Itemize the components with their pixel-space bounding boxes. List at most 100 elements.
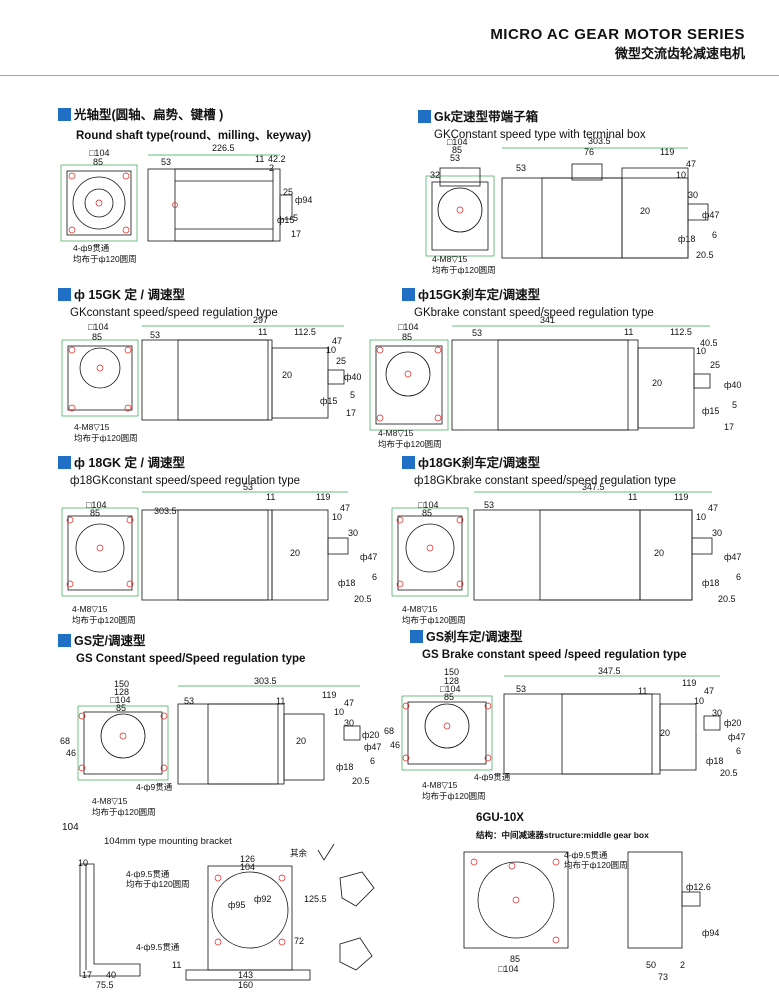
- dim-label: ф20: [362, 730, 379, 740]
- mount-note: 4-M8▽15: [378, 428, 414, 438]
- dim-label: 10: [326, 345, 336, 355]
- mount-note: 均布于ф120圆周: [378, 439, 442, 449]
- dim-label: □104: [418, 500, 438, 510]
- dim-label: 85: [422, 508, 432, 518]
- dim-label: □104: [88, 322, 108, 332]
- dim-label: 53: [161, 157, 171, 167]
- dim-label: 226.5: [212, 143, 235, 153]
- dim-label: 10: [78, 858, 88, 868]
- drawing-gu: 85 □104 4-ф9.5贯通 均布于ф120圆周 ф12.6 ф94 50 …: [463, 850, 719, 982]
- section-subtitle: GS Brake constant speed /speed regulatio…: [422, 649, 687, 661]
- dim-label: 20: [660, 728, 670, 738]
- section-bullet-icon: [58, 634, 71, 647]
- dim-label: 30: [712, 528, 722, 538]
- section-bullet-icon: [410, 630, 423, 643]
- dim-label: 6: [736, 746, 741, 756]
- dim-label: 42.2: [268, 154, 286, 164]
- dim-label: ф18: [678, 234, 695, 244]
- dim-label: 85: [452, 145, 462, 155]
- dim-label: 303.5: [154, 506, 177, 516]
- dim-label: 11: [255, 154, 264, 164]
- dim-label: 20.5: [720, 768, 738, 778]
- section-title: ф 18GK 定 / 调速型: [74, 456, 185, 470]
- dim-label: ф15: [320, 396, 337, 406]
- dim-label: 347.5: [598, 666, 621, 676]
- dim-label: 6: [712, 230, 717, 240]
- dim-label: 150: [444, 667, 459, 677]
- mount-note: 4-ф9贯通: [474, 772, 511, 782]
- bracket-label: 104: [62, 822, 79, 833]
- dim-label: ф94: [295, 195, 312, 205]
- dim-label: ф20: [724, 718, 741, 728]
- dim-label: 47: [686, 159, 696, 169]
- section-bullet-icon: [402, 456, 415, 469]
- dim-label: 25: [336, 356, 346, 366]
- dim-label: 20: [290, 548, 300, 558]
- dim-label: 10: [696, 512, 706, 522]
- section-bullet-icon: [402, 288, 415, 301]
- mount-note: 均布于ф120圆周: [422, 791, 486, 801]
- dim-label: 47: [708, 503, 718, 513]
- mount-note: 均布于ф120圆周: [402, 615, 466, 625]
- dim-label: 11: [258, 327, 267, 337]
- dim-label: 10: [694, 696, 704, 706]
- dim-label: 68: [384, 726, 394, 736]
- dim-label: 85: [116, 703, 126, 713]
- dim-label: 6: [372, 572, 377, 582]
- dim-label: 128: [114, 687, 129, 697]
- section-title: Gk定速型带端子箱: [434, 110, 539, 124]
- dim-label: 53: [150, 330, 160, 340]
- dim-label: 72: [294, 936, 304, 946]
- mount-note: 均布于ф120圆周: [92, 807, 156, 817]
- dim-label: ф15: [277, 215, 294, 225]
- dim-label: ф47: [728, 732, 745, 742]
- dim-label: 17: [346, 408, 356, 418]
- dim-label: 85: [93, 157, 103, 167]
- drawing-gk15-brake: □104 85 4-M8▽15 均布于ф120圆周 341 53 11 112.…: [369, 315, 741, 449]
- dim-label: 17: [82, 970, 92, 980]
- dim-label: 11: [624, 327, 633, 337]
- dim-label: 30: [688, 190, 698, 200]
- section-bullet-icon: [58, 288, 71, 301]
- dim-label: 20: [282, 370, 292, 380]
- dim-label: 11: [638, 686, 647, 696]
- dim-label: 6: [370, 756, 375, 766]
- mount-note: 均布于ф120圆周: [74, 433, 138, 443]
- bracket-iso-icon: [339, 871, 375, 907]
- dim-label: ф95: [228, 900, 245, 910]
- dim-label: 297: [253, 315, 268, 325]
- dim-label: 112.5: [294, 327, 316, 337]
- dim-label: ф15: [702, 406, 719, 416]
- dim-label: 47: [332, 336, 342, 346]
- dim-label: 53: [516, 684, 526, 694]
- section-bullet-icon: [58, 108, 71, 121]
- drawing-gs-brake: 150 128 □104 85 68 46 4-M8▽15 均布于ф120圆周 …: [384, 666, 745, 801]
- dim-label: 85: [402, 332, 412, 342]
- surface-finish-icon: [317, 843, 335, 861]
- dim-label: 112.5: [670, 327, 692, 337]
- mount-note: 4-ф9.5贯通: [126, 869, 170, 879]
- dim-label: 53: [472, 328, 482, 338]
- dim-label: 160: [238, 980, 253, 990]
- dim-label: 40: [106, 970, 116, 980]
- section-title: 6GU-10X: [476, 812, 524, 824]
- dim-label: ф47: [724, 552, 741, 562]
- dim-label: 53: [243, 482, 253, 492]
- dim-label: □104: [89, 148, 109, 158]
- mount-note: 均布于ф120圆周: [126, 879, 190, 889]
- dim-label: 17: [291, 229, 301, 239]
- mount-note: 4-M8▽15: [422, 780, 458, 790]
- dim-label: 17: [724, 422, 734, 432]
- section-gk-terminal: Gk定速型带端子箱 GKConstant speed type with ter…: [418, 106, 646, 141]
- dim-label: 119: [674, 492, 688, 502]
- dim-label: □104: [110, 695, 130, 705]
- dim-label: 303.5: [588, 136, 611, 146]
- dim-label: 85: [444, 692, 454, 702]
- dim-label: 143: [238, 970, 253, 980]
- drawing-gk18: □104 85 4-M8▽15 均布于ф120圆周 53 303.5 11 11…: [61, 482, 377, 625]
- dim-label: 11: [276, 696, 285, 706]
- section-subtitle: GS Constant speed/Speed regulation type: [76, 653, 306, 665]
- section-title: 光轴型(圆轴、扁势、键槽 ): [74, 108, 224, 122]
- dim-label: ф18: [706, 756, 723, 766]
- series-title-cn: 微型交流齿轮减速电机: [614, 46, 745, 61]
